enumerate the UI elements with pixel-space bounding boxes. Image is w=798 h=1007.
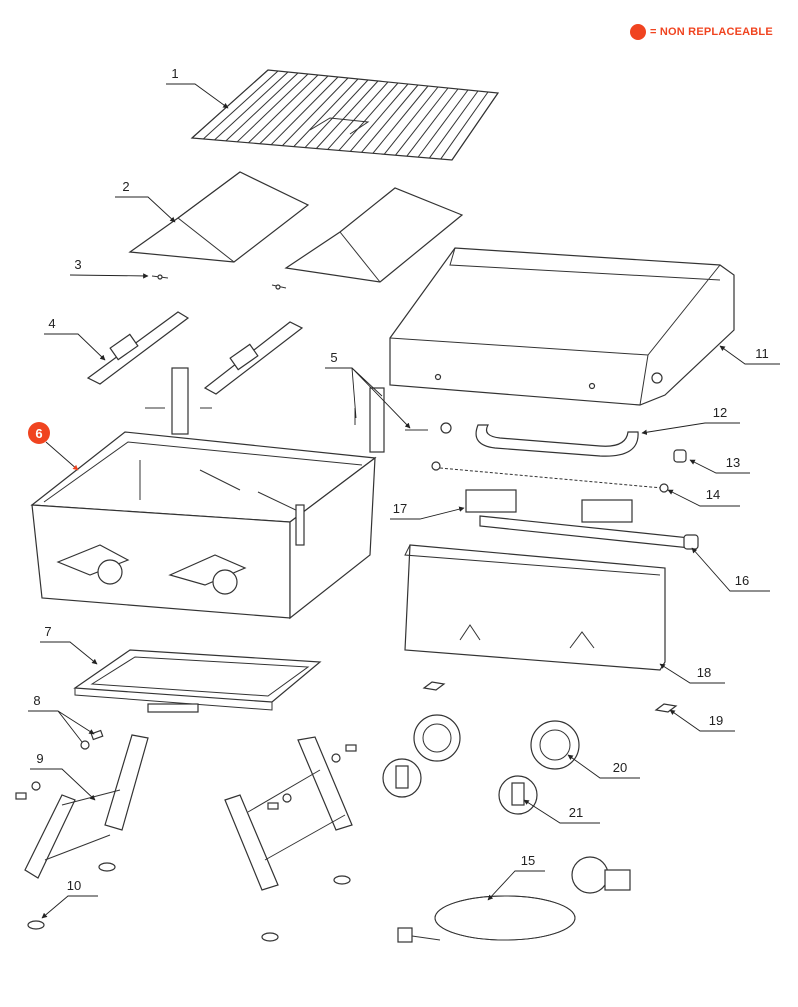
part-brackets-5 — [354, 387, 452, 453]
callout-10: 10 — [41, 878, 98, 919]
part-control-panel — [404, 544, 666, 671]
callout-14: 14 — [667, 487, 740, 507]
svg-text:7: 7 — [44, 624, 51, 639]
callout-17: 17 — [390, 501, 465, 520]
grate-bar — [214, 71, 289, 141]
svg-text:16: 16 — [735, 573, 749, 588]
grate-bar — [191, 69, 269, 139]
part-lid — [389, 247, 735, 406]
callout-12: 12 — [641, 405, 740, 435]
part-igniter-chain — [431, 461, 669, 493]
grate-bar — [293, 78, 359, 147]
callout-7: 7 — [40, 624, 98, 665]
grate-bar — [282, 77, 349, 147]
svg-text:18: 18 — [697, 665, 711, 680]
svg-text:4: 4 — [48, 316, 55, 331]
svg-text:6: 6 — [35, 426, 42, 441]
callout-3: 3 — [69, 257, 149, 279]
legend: = NON REPLACEABLE — [630, 24, 773, 40]
part-screws-3 — [151, 274, 287, 290]
svg-text:8: 8 — [33, 693, 40, 708]
part-firebox — [30, 431, 377, 620]
svg-text:17: 17 — [393, 501, 407, 516]
grate-bar — [361, 84, 419, 153]
callout-15: 15 — [487, 853, 545, 901]
callout-18: 18 — [659, 663, 725, 684]
part-handle — [475, 424, 639, 457]
grate-bar — [383, 86, 439, 155]
svg-text:12: 12 — [713, 405, 727, 420]
callout-6-non-replaceable: 6 — [28, 422, 79, 471]
callout-1: 1 — [166, 66, 229, 109]
part-heat-tents — [128, 171, 464, 283]
callouts: 1 2 3 4 5 6 7 8 9 10 11 12 13 14 15 16 1… — [28, 66, 780, 919]
callout-20: 20 — [567, 754, 640, 779]
callout-13: 13 — [689, 455, 750, 474]
callout-21: 21 — [523, 799, 600, 824]
grate-bar — [451, 92, 499, 161]
part-feet — [27, 862, 351, 942]
grate-bar — [406, 88, 459, 157]
grate-bar — [428, 90, 479, 159]
grate-bar — [417, 89, 469, 158]
svg-text:2: 2 — [122, 179, 129, 194]
grate-bar — [236, 73, 309, 143]
callout-8: 8 — [28, 693, 94, 743]
svg-text:15: 15 — [521, 853, 535, 868]
grate-bar — [440, 91, 489, 160]
part-grease-tray — [73, 649, 322, 713]
callout-16: 16 — [691, 547, 770, 592]
grate-bar — [202, 70, 279, 140]
grate-bar — [225, 72, 299, 142]
part-burners — [86, 311, 304, 435]
svg-text:14: 14 — [706, 487, 720, 502]
grate-bar — [349, 83, 409, 152]
non-replaceable-dot-icon — [630, 24, 646, 40]
svg-text:3: 3 — [74, 257, 81, 272]
legend-text: = NON REPLACEABLE — [650, 26, 773, 38]
svg-text:11: 11 — [755, 346, 769, 361]
svg-text:21: 21 — [569, 805, 583, 820]
svg-text:19: 19 — [709, 713, 723, 728]
part-legs — [24, 734, 353, 891]
grate-bar — [327, 81, 389, 150]
grate-bar — [248, 74, 319, 144]
svg-text:20: 20 — [613, 760, 627, 775]
grate-bar — [315, 80, 379, 149]
grate-bar — [338, 82, 399, 151]
callout-11: 11 — [719, 345, 780, 365]
svg-text:1: 1 — [171, 66, 178, 81]
grate-bar — [304, 79, 369, 148]
callout-5: 5 — [325, 350, 410, 428]
part-regulator-hose — [397, 856, 631, 943]
part-cooking-grate — [190, 69, 500, 161]
callout-2: 2 — [115, 179, 176, 223]
svg-text:9: 9 — [36, 751, 43, 766]
svg-text:13: 13 — [726, 455, 740, 470]
grate-bar — [395, 87, 449, 156]
svg-text:5: 5 — [330, 350, 337, 365]
part-bezels-knobs — [382, 714, 580, 815]
callout-19: 19 — [669, 709, 735, 732]
callout-9: 9 — [30, 751, 96, 801]
callout-4: 4 — [44, 316, 106, 361]
part-19 — [422, 681, 678, 713]
part-13 — [673, 449, 687, 463]
part-valves-manifold — [465, 489, 699, 550]
grate-bar — [259, 75, 329, 145]
grate-bar — [270, 76, 339, 146]
grate-bar — [372, 85, 429, 154]
svg-text:10: 10 — [67, 878, 81, 893]
